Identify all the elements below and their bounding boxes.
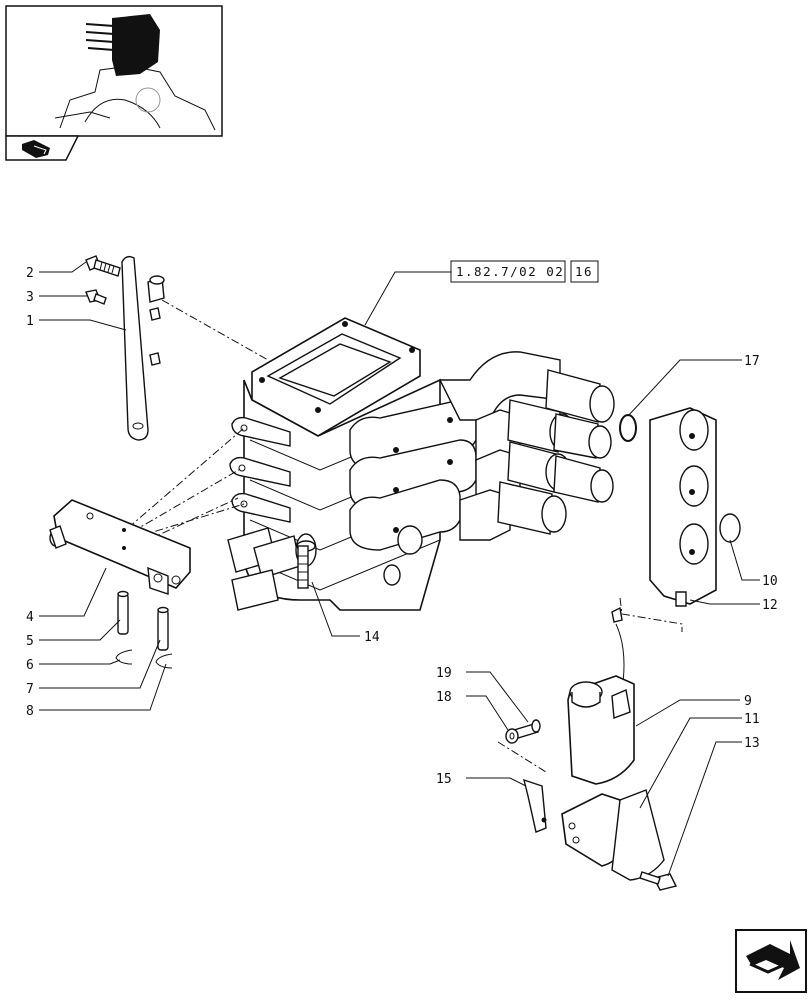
callout-12: 12: [762, 598, 778, 613]
washer-part-18: [505, 728, 519, 744]
callout-8: 8: [26, 704, 34, 719]
callout-4: 4: [26, 610, 34, 625]
callout-labels: 2 3 1 4 5 6 7 8 14 17 10 12 19 18 9 11 1…: [26, 266, 778, 787]
callout-2: 2: [26, 266, 34, 281]
next-page-button[interactable]: [735, 929, 807, 993]
control-valve-assembly: [227, 317, 477, 611]
o-ring-part-17: [619, 414, 637, 442]
bolt-part-2: [85, 255, 121, 277]
clip-part-8: [155, 653, 173, 669]
callout-13: 13: [744, 736, 760, 751]
reference-label[interactable]: 1.82.7/02 02 16: [364, 260, 599, 326]
next-page-arrow-icon: [746, 940, 800, 980]
lever-bracket-part-4: [49, 499, 191, 595]
strap-part-11: [561, 789, 665, 881]
reference-item: 16: [575, 264, 593, 279]
callout-14: 14: [364, 630, 380, 645]
clip-part-6: [115, 649, 133, 665]
callout-11: 11: [744, 712, 760, 727]
reference-code: 1.82.7/02 02: [456, 264, 564, 279]
bolt-part-14: [296, 540, 316, 589]
pin-part-5: [117, 590, 129, 635]
location-thumbnail[interactable]: [5, 5, 223, 161]
callout-6: 6: [26, 658, 34, 673]
coupler-cover-part-10: [649, 407, 741, 607]
book-icon: [22, 140, 50, 158]
callout-7: 7: [26, 682, 34, 697]
screw-part-19: [513, 719, 541, 739]
callout-5: 5: [26, 634, 34, 649]
callout-3: 3: [26, 290, 34, 305]
callout-17: 17: [744, 354, 760, 369]
bracket-part-1: [121, 255, 165, 441]
screw-part-3: [85, 289, 107, 305]
reservoir-part-9: [567, 606, 635, 785]
callout-10: 10: [762, 574, 778, 589]
callout-15: 15: [436, 772, 452, 787]
pin-part-7: [157, 606, 169, 651]
callout-18: 18: [436, 690, 452, 705]
bolt-part-13: [639, 871, 678, 891]
bracket-part-15: [523, 778, 547, 833]
callout-19: 19: [436, 666, 452, 681]
callout-1: 1: [26, 314, 34, 329]
callout-9: 9: [744, 694, 752, 709]
hydraulic-couplers: [438, 351, 615, 541]
